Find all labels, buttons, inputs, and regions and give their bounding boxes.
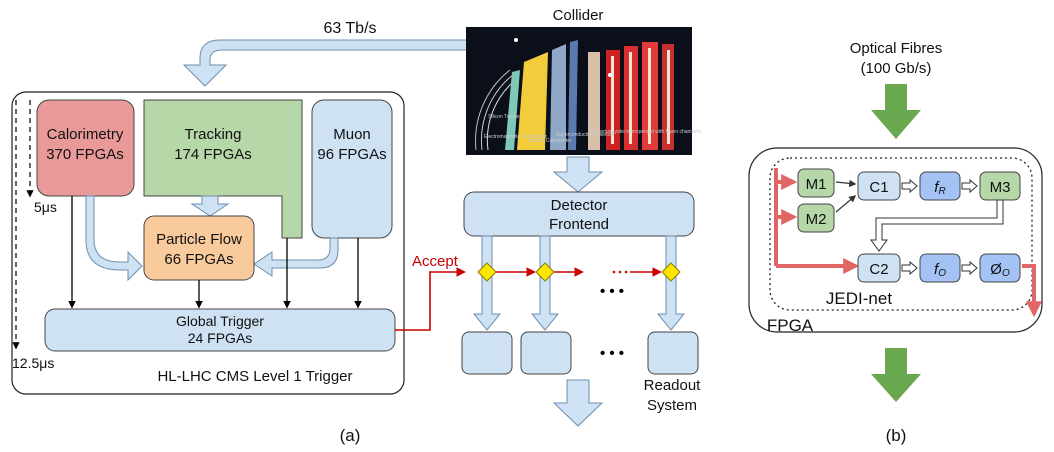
- readout-block: [461, 331, 513, 375]
- m3-label: M3: [990, 179, 1011, 196]
- global-trigger-fpgas: 24 FPGAs: [188, 330, 253, 346]
- calorimetry-name: Calorimetry: [47, 126, 124, 143]
- c1-to-fr-arrow: [901, 178, 918, 194]
- detector-frontend-block: [463, 191, 695, 237]
- panel-b-label: (b): [886, 426, 907, 445]
- c2-block: [857, 253, 901, 283]
- particle-flow-block: [143, 215, 255, 281]
- muon-to-pf-arrow: [253, 237, 339, 277]
- frontend-to-readout-arrow: [472, 235, 502, 331]
- m2-block: [797, 203, 835, 233]
- m1-label: M1: [806, 176, 827, 193]
- c2-label: C2: [869, 261, 888, 278]
- bandwidth-arrow: [182, 39, 471, 87]
- time-label-12us: 12.5μs: [12, 355, 54, 371]
- accept-chain-dot: [618, 270, 622, 274]
- fibre-output: [1022, 264, 1042, 318]
- accept-line: [395, 267, 466, 331]
- c1-label: C1: [869, 179, 888, 196]
- readout-block: [520, 331, 572, 375]
- bandwidth-label: 63 Tb/s: [323, 20, 376, 37]
- time-label-5us: 5μs: [34, 199, 57, 215]
- frontend-line1: Detector: [551, 197, 608, 214]
- tracking-fpgas: 174 FPGAs: [174, 146, 252, 163]
- fo-block: [919, 253, 961, 283]
- m1-to-c1-arrow: [835, 179, 857, 187]
- readout-label-line1: Readout: [644, 377, 702, 394]
- frontend-line2: Frontend: [549, 216, 609, 233]
- fr-sub: R: [938, 186, 945, 197]
- collider-layer-label: Electromagnetic Calorimeter: [484, 134, 547, 140]
- accept-gate-diamond: [535, 262, 555, 282]
- frontend-to-readout-arrow: [530, 235, 560, 331]
- accept-chain-dot: [612, 270, 616, 274]
- phi-label: ØO: [990, 261, 1010, 279]
- collider-image: Silicon Tracker Electromagnetic Calorime…: [466, 27, 702, 155]
- panel-a-label: (a): [340, 426, 361, 445]
- particle-flow-name: Particle Flow: [156, 231, 242, 248]
- fr-to-m3-arrow: [961, 178, 978, 194]
- collider-title: Collider: [553, 7, 604, 24]
- m2-to-c1-arrow: [835, 195, 857, 213]
- fo-sub: O: [938, 268, 946, 279]
- c2-to-fo-arrow: [901, 260, 918, 276]
- fpga-label: FPGA: [767, 316, 814, 335]
- readout-block: [647, 331, 699, 375]
- tracking-name: Tracking: [185, 126, 242, 143]
- fo-label: fO: [934, 261, 946, 279]
- particle-flow-fpgas: 66 FPGAs: [164, 251, 233, 268]
- tracking-block: [143, 99, 303, 239]
- readout-label-line2: System: [647, 397, 697, 414]
- muon-name: Muon: [333, 126, 371, 143]
- collider-layer-label: Hadron Calorimeter: [528, 138, 572, 144]
- phi-sub: O: [1002, 268, 1010, 279]
- fibres-input-arrow: [871, 84, 921, 139]
- accept-label: Accept: [412, 253, 459, 270]
- collider-layer-label: Superconducting Solenoid: [556, 132, 615, 138]
- muon-fpgas: 96 FPGAs: [317, 146, 386, 163]
- trigger-caption: HL-LHC CMS Level 1 Trigger: [157, 368, 352, 385]
- jedi-net-label: JEDI-net: [826, 289, 892, 308]
- frontend-to-readout-arrow: [656, 235, 686, 331]
- fo-to-phi-arrow: [961, 260, 978, 276]
- fr-block: [919, 171, 961, 201]
- phi-main: Ø: [990, 261, 1002, 278]
- global-trigger-name: Global Trigger: [176, 313, 264, 329]
- muon-block: [311, 99, 393, 239]
- readout-ellipsis: • • •: [600, 345, 624, 362]
- phi-block: [979, 253, 1021, 283]
- calorimetry-fpgas: 370 FPGAs: [46, 146, 124, 163]
- m3-to-c2-arrow: [870, 199, 1004, 252]
- fibres-line1: Optical Fibres: [850, 40, 943, 57]
- accept-gate-diamond: [661, 262, 681, 282]
- collider-to-frontend-arrow: [552, 156, 604, 193]
- fo-main: f: [934, 261, 940, 278]
- collider-layer-label: Silicon Tracker: [488, 114, 521, 120]
- calorimetry-to-pf-arrow: [85, 195, 143, 282]
- collider-layer-label: Iron return yoke interspersed with Muon …: [590, 129, 702, 135]
- c1-block: [857, 171, 901, 201]
- fpga-output-arrow: [871, 348, 921, 402]
- readout-output-arrow: [552, 379, 604, 427]
- m1-block: [797, 168, 835, 198]
- fibres-line2: (100 Gb/s): [861, 60, 932, 77]
- tracking-to-pf-arrow: [190, 195, 230, 217]
- channel-ellipsis: • • •: [600, 283, 624, 300]
- fr-label: fR: [934, 179, 945, 197]
- m2-label: M2: [806, 211, 827, 228]
- fr-main: f: [934, 179, 940, 196]
- accept-gate-diamond: [477, 262, 497, 282]
- jedi-net-box: [769, 157, 1033, 311]
- accept-chain-dot: [624, 270, 628, 274]
